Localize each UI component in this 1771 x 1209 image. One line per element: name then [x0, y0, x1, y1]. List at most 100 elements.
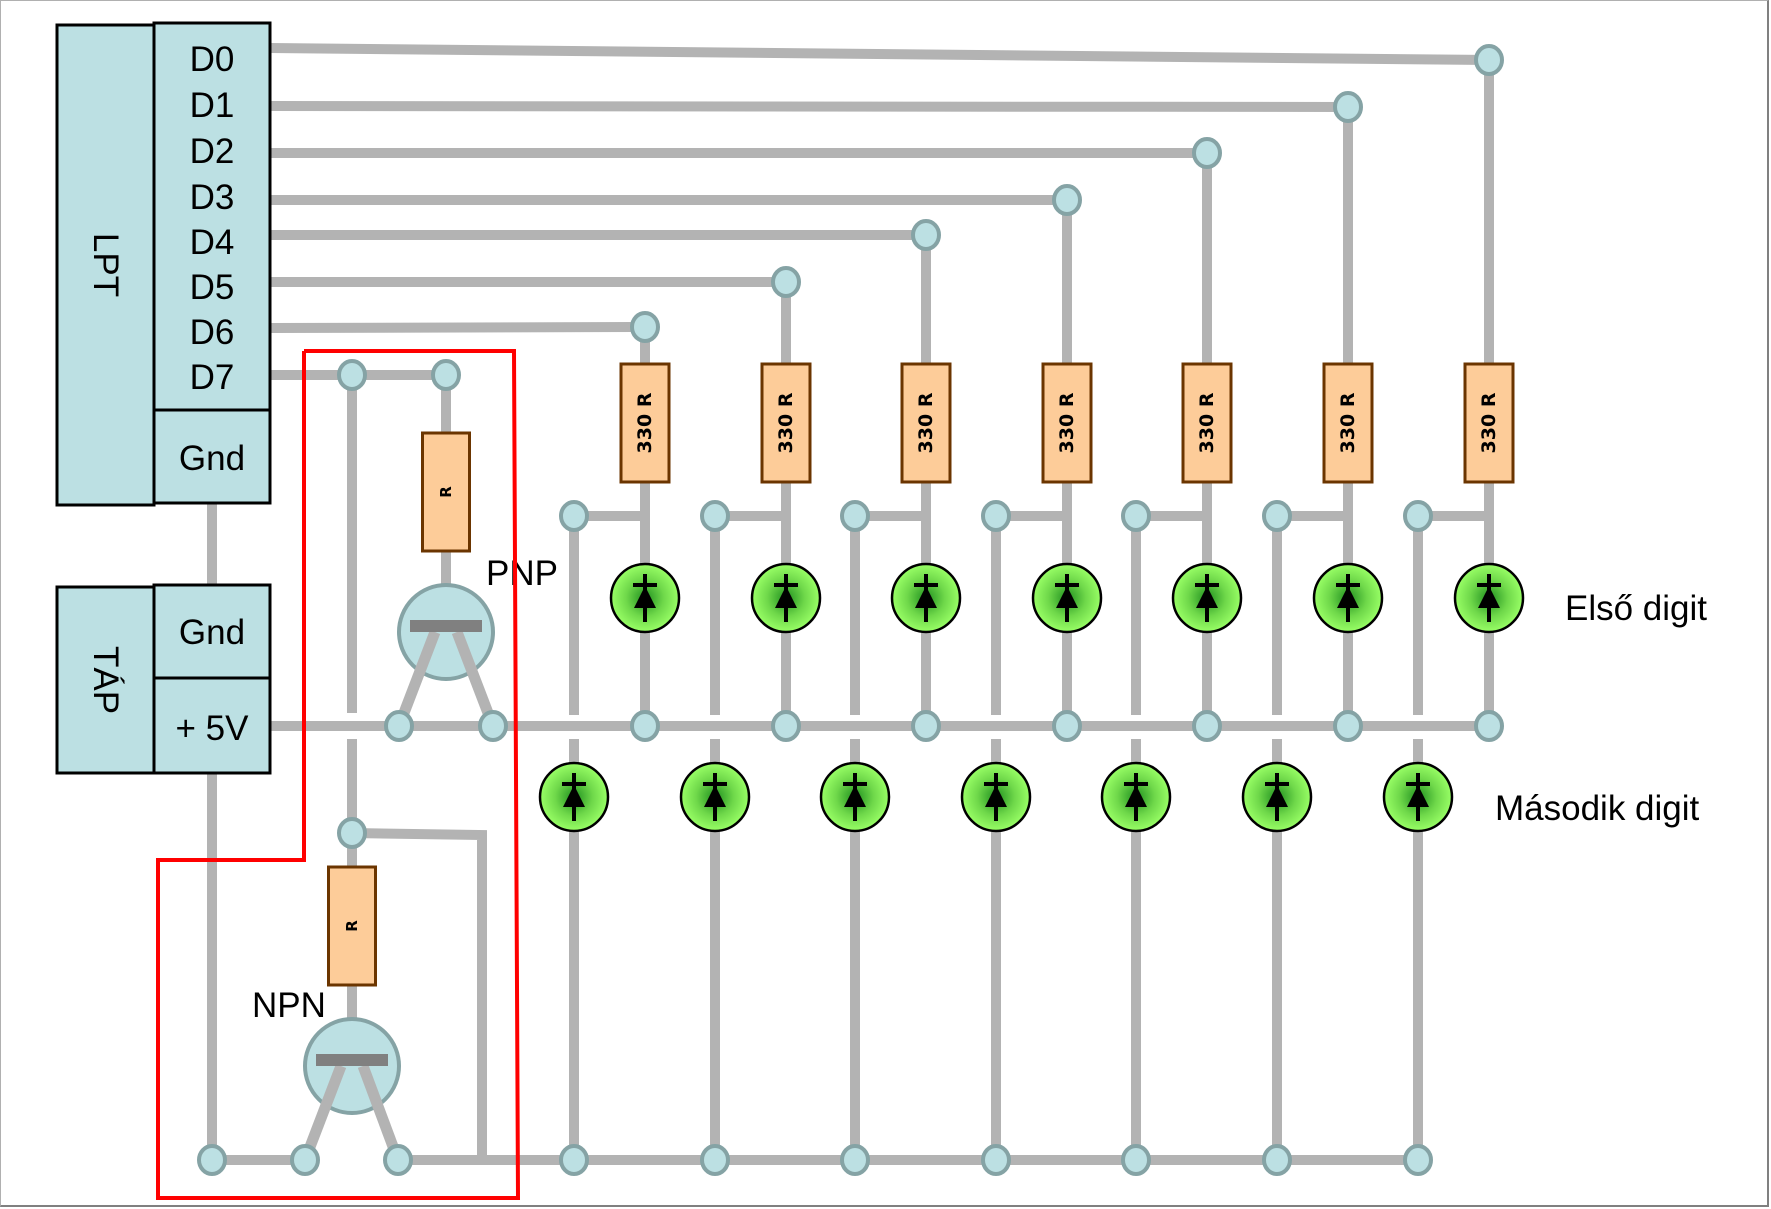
vcc-rail-node: [1052, 710, 1082, 742]
lpt-title: LPT: [86, 233, 125, 297]
vcc-rail-node: [911, 710, 941, 742]
resistor-body: [1181, 362, 1233, 484]
diode-triangle-icon: [704, 785, 726, 807]
second-digit-led-7: [1382, 761, 1454, 833]
wires: [207, 43, 1494, 1165]
driver-node: [431, 359, 461, 391]
diode-triangle-icon: [1196, 586, 1218, 608]
resistor-body: [900, 362, 952, 484]
second-digit-label: Második digit: [1495, 789, 1700, 828]
driver-node: [337, 817, 367, 849]
diode-triangle-icon: [985, 785, 1007, 807]
first-digit-led-2: [750, 562, 822, 634]
transistor-leg: [451, 630, 499, 728]
pin-label-d2: D2: [190, 132, 235, 171]
first-digit-led-3: [890, 562, 962, 634]
vcc-rail-node: [630, 710, 660, 742]
pnp-label: PNP: [486, 554, 558, 593]
resistor-value-label: R: [437, 486, 455, 498]
lpt-gnd-block: [152, 408, 272, 505]
segment-resistor-6: 330 R: [1322, 362, 1374, 484]
resistor-value-label: 330 R: [1196, 392, 1218, 453]
second-digit-led-2: [679, 761, 751, 833]
second-digit-led-5: [1100, 761, 1172, 833]
npn-base-resistor: R: [327, 865, 377, 987]
resistor-value-label: R: [343, 920, 361, 932]
resistor-value-label: 330 R: [915, 392, 937, 453]
driver-node: [384, 710, 414, 742]
second-digit-led-4: [960, 761, 1032, 833]
segment-resistor-1: 330 R: [619, 362, 671, 484]
first-digit-led-7: [1453, 562, 1525, 634]
driver-node: [478, 710, 508, 742]
segment-resistor-7: 330 R: [1463, 362, 1515, 484]
resistor-value-label: 330 R: [1056, 392, 1078, 453]
diode-triangle-icon: [775, 586, 797, 608]
branch-node: [700, 500, 730, 532]
diode-triangle-icon: [563, 785, 585, 807]
second-digit-led-6: [1241, 761, 1313, 833]
branch-node: [840, 500, 870, 532]
data-line-end-node: [1052, 184, 1082, 216]
segment-resistor-5: 330 R: [1181, 362, 1233, 484]
branch-node: [981, 500, 1011, 532]
resistor-body: [619, 362, 671, 484]
resistor-value-label: 330 R: [1337, 392, 1359, 453]
power-gnd-label: Gnd: [179, 613, 245, 652]
bottom-rail-node: [1403, 1144, 1433, 1176]
pin-label-d5: D5: [190, 268, 235, 307]
power-title: TÁP: [86, 646, 125, 714]
branch-node: [1262, 500, 1292, 532]
first-digit-led-5: [1171, 562, 1243, 634]
components: 330 R 330 R 330 R 330 R 330 R 330 R 330 R R R: [299, 362, 1525, 1162]
bottom-rail-node: [1121, 1144, 1151, 1176]
data-line-end-node: [911, 219, 941, 251]
transistor-base-bar: [316, 1054, 388, 1066]
diode-triangle-icon: [915, 586, 937, 608]
second-digit-led-1: [538, 761, 610, 833]
resistor-value-label: 330 R: [775, 392, 797, 453]
pin-label-d4: D4: [190, 223, 235, 262]
resistor-body: [760, 362, 812, 484]
first-digit-label: Első digit: [1565, 589, 1707, 628]
bottom-rail-node: [559, 1144, 589, 1176]
npn-collector-wire: [351, 828, 487, 1160]
bottom-rail-node: [1262, 1144, 1292, 1176]
resistor-value-label: 330 R: [1478, 392, 1500, 453]
transistor-leg: [393, 630, 441, 728]
data-line-d6: [269, 321, 650, 370]
lpt-title-block: [55, 23, 156, 507]
resistor-body: [1463, 362, 1515, 484]
first-digit-led-1: [609, 562, 681, 634]
power-vcc-label: + 5V: [176, 709, 250, 748]
first-digit-led-6: [1312, 562, 1384, 634]
vcc-rail-node: [1192, 710, 1222, 742]
power-gnd-block: [152, 583, 272, 680]
bottom-rail-node: [981, 1144, 1011, 1176]
driver-node: [197, 1144, 227, 1176]
power-supply: TÁP Gnd + 5V: [55, 583, 272, 775]
segment-resistor-2: 330 R: [760, 362, 812, 484]
labels: LPT D0 D1 D2 D3 D4 D5 D6 D7 Gnd TÁP Gnd …: [55, 21, 1707, 1025]
data-line-end-node: [771, 266, 801, 298]
diode-triangle-icon: [844, 785, 866, 807]
vcc-rail-node: [1333, 710, 1363, 742]
resistor-body: [421, 431, 471, 553]
driver-node: [337, 359, 367, 391]
pin-label-d0: D0: [190, 40, 235, 79]
diode-triangle-icon: [1337, 586, 1359, 608]
junction-nodes: [197, 44, 1504, 1176]
transistor-leg: [357, 1064, 404, 1162]
driver-node: [383, 1144, 413, 1176]
branch-node: [1403, 500, 1433, 532]
data-line-d0: [269, 43, 1494, 370]
branch-node: [559, 500, 589, 532]
lpt-gnd-label: Gnd: [179, 439, 245, 478]
pin-label-d7: D7: [190, 358, 235, 397]
transistor-leg: [299, 1064, 347, 1162]
diode-triangle-icon: [634, 586, 656, 608]
first-digit-led-4: [1031, 562, 1103, 634]
vcc-rail-node: [1474, 710, 1504, 742]
